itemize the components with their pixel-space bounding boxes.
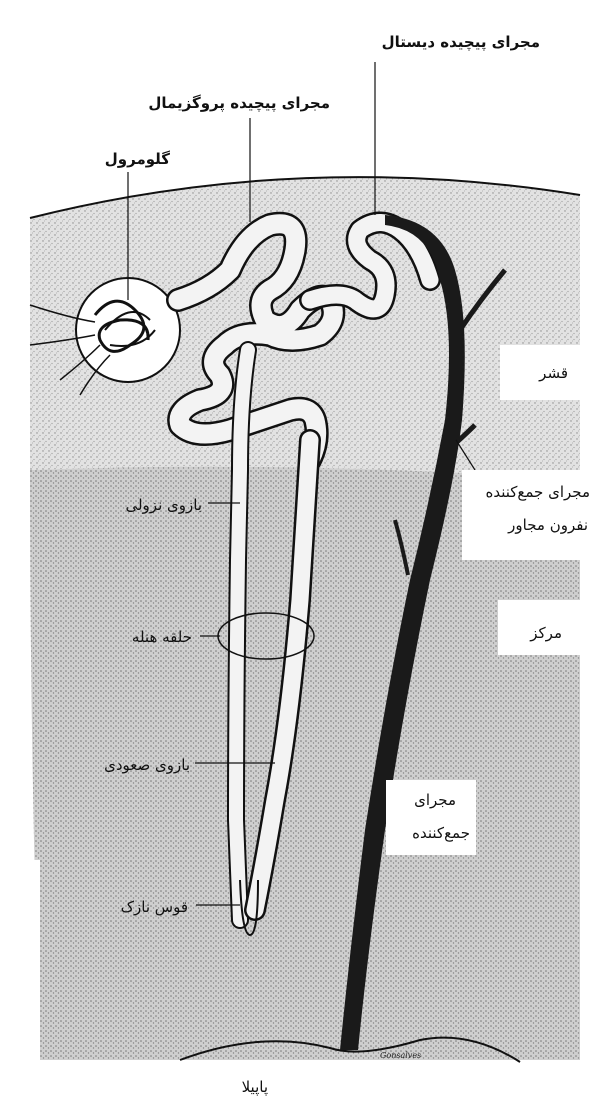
label-duct-line1: مجرای [414, 791, 456, 809]
label-glomerulus: گلومرول [105, 150, 170, 168]
label-descending-limb: بازوی نزولی [125, 496, 202, 514]
label-adjacent-duct-line2: نفرون مجاور [507, 516, 588, 534]
label-loop-of-henle: حلقه هنله [132, 628, 192, 646]
label-duct-line2: جمع‌کننده [412, 824, 470, 842]
artist-signature: Gonsalves [380, 1051, 421, 1060]
label-distal-tubule: مجرای پیچیده دیستال [382, 33, 540, 52]
label-papilla: پاپیلا [242, 1078, 268, 1097]
label-proximal-tubule: مجرای پیچیده پروگزیمال [148, 94, 330, 113]
label-medulla: مرکز [529, 624, 562, 642]
label-cortex: قشر [538, 364, 568, 382]
label-thin-segment: قوس نازک [121, 898, 188, 916]
left-cut [0, 860, 40, 1112]
label-ascending-limb: بازوی صعودی [104, 756, 190, 774]
label-adjacent-duct-line1: مجرای جمع‌کننده [485, 483, 590, 501]
